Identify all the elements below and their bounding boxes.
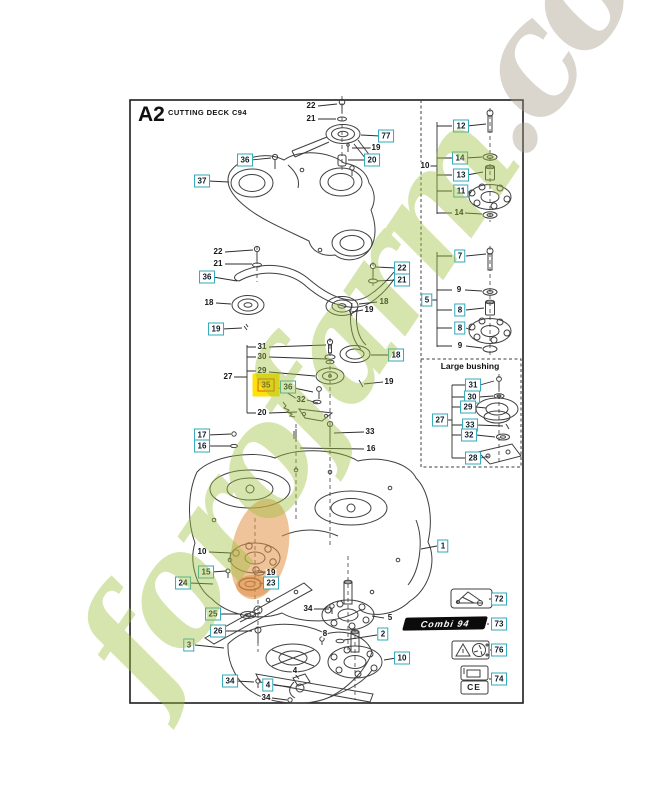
callout-29[interactable]: 29	[460, 400, 476, 414]
callout-16[interactable]: 16	[194, 439, 210, 453]
callout-28[interactable]: 28	[465, 451, 481, 465]
callout-21[interactable]: 21	[394, 273, 410, 287]
callout-9: 9	[456, 341, 464, 350]
callout-19: 19	[370, 143, 382, 152]
callout-16: 16	[365, 444, 377, 453]
callout-33: 33	[364, 427, 376, 436]
callout-27[interactable]: 27	[432, 413, 448, 427]
callout-12[interactable]: 12	[453, 119, 469, 133]
callout-77[interactable]: 77	[378, 129, 394, 143]
callout-21: 21	[212, 259, 224, 268]
callout-32: 32	[295, 395, 307, 404]
callout-18: 18	[378, 297, 390, 306]
callout-34: 34	[260, 693, 272, 702]
callout-4: 4	[291, 666, 299, 675]
callout-10: 10	[419, 161, 431, 170]
callout-10[interactable]: 10	[394, 651, 410, 665]
callout-7[interactable]: 7	[454, 249, 466, 263]
callout-14: 14	[453, 208, 465, 217]
callout-18: 18	[203, 298, 215, 307]
callout-19[interactable]: 19	[208, 322, 224, 336]
callout-31: 31	[256, 342, 268, 351]
callout-19: 19	[383, 377, 395, 386]
callout-36[interactable]: 36	[237, 153, 253, 167]
callout-8[interactable]: 8	[454, 321, 466, 335]
callout-36[interactable]: 36	[199, 270, 215, 284]
callout-37[interactable]: 37	[194, 174, 210, 188]
callout-72[interactable]: 72	[491, 592, 507, 606]
callout-20: 20	[256, 408, 268, 417]
callout-29: 29	[256, 366, 268, 375]
callout-8[interactable]: 8	[454, 303, 466, 317]
callout-34[interactable]: 34	[222, 674, 238, 688]
callout-5: 5	[386, 613, 394, 622]
callout-22: 22	[305, 101, 317, 110]
callout-2[interactable]: 2	[377, 627, 389, 641]
callout-20[interactable]: 20	[364, 153, 380, 167]
callout-24[interactable]: 24	[175, 576, 191, 590]
callout-34: 34	[302, 604, 314, 613]
callout-76[interactable]: 76	[491, 643, 507, 657]
callout-19: 19	[363, 305, 375, 314]
callout-27: 27	[222, 372, 234, 381]
callout-18[interactable]: 18	[388, 348, 404, 362]
callout-3[interactable]: 3	[183, 638, 195, 652]
callout-32[interactable]: 32	[461, 428, 477, 442]
callout-11[interactable]: 11	[453, 184, 469, 198]
callout-9: 9	[455, 285, 463, 294]
callout-14[interactable]: 14	[452, 151, 468, 165]
callout-73[interactable]: 73	[491, 617, 507, 631]
callout-23[interactable]: 23	[263, 576, 279, 590]
callout-22: 22	[212, 247, 224, 256]
callout-8: 8	[321, 629, 329, 638]
callout-5[interactable]: 5	[421, 293, 433, 307]
callout-10: 10	[196, 547, 208, 556]
callout-30: 30	[256, 352, 268, 361]
callout-21: 21	[305, 114, 317, 123]
callout-26[interactable]: 26	[210, 624, 226, 638]
callout-36[interactable]: 36	[280, 380, 296, 394]
callout-25[interactable]: 25	[205, 607, 221, 621]
callout-74[interactable]: 74	[491, 672, 507, 686]
callout-4[interactable]: 4	[262, 678, 274, 692]
callout-35[interactable]: 35	[257, 378, 275, 392]
callout-1[interactable]: 1	[437, 539, 449, 553]
callout-15[interactable]: 15	[198, 565, 214, 579]
callout-13[interactable]: 13	[453, 168, 469, 182]
